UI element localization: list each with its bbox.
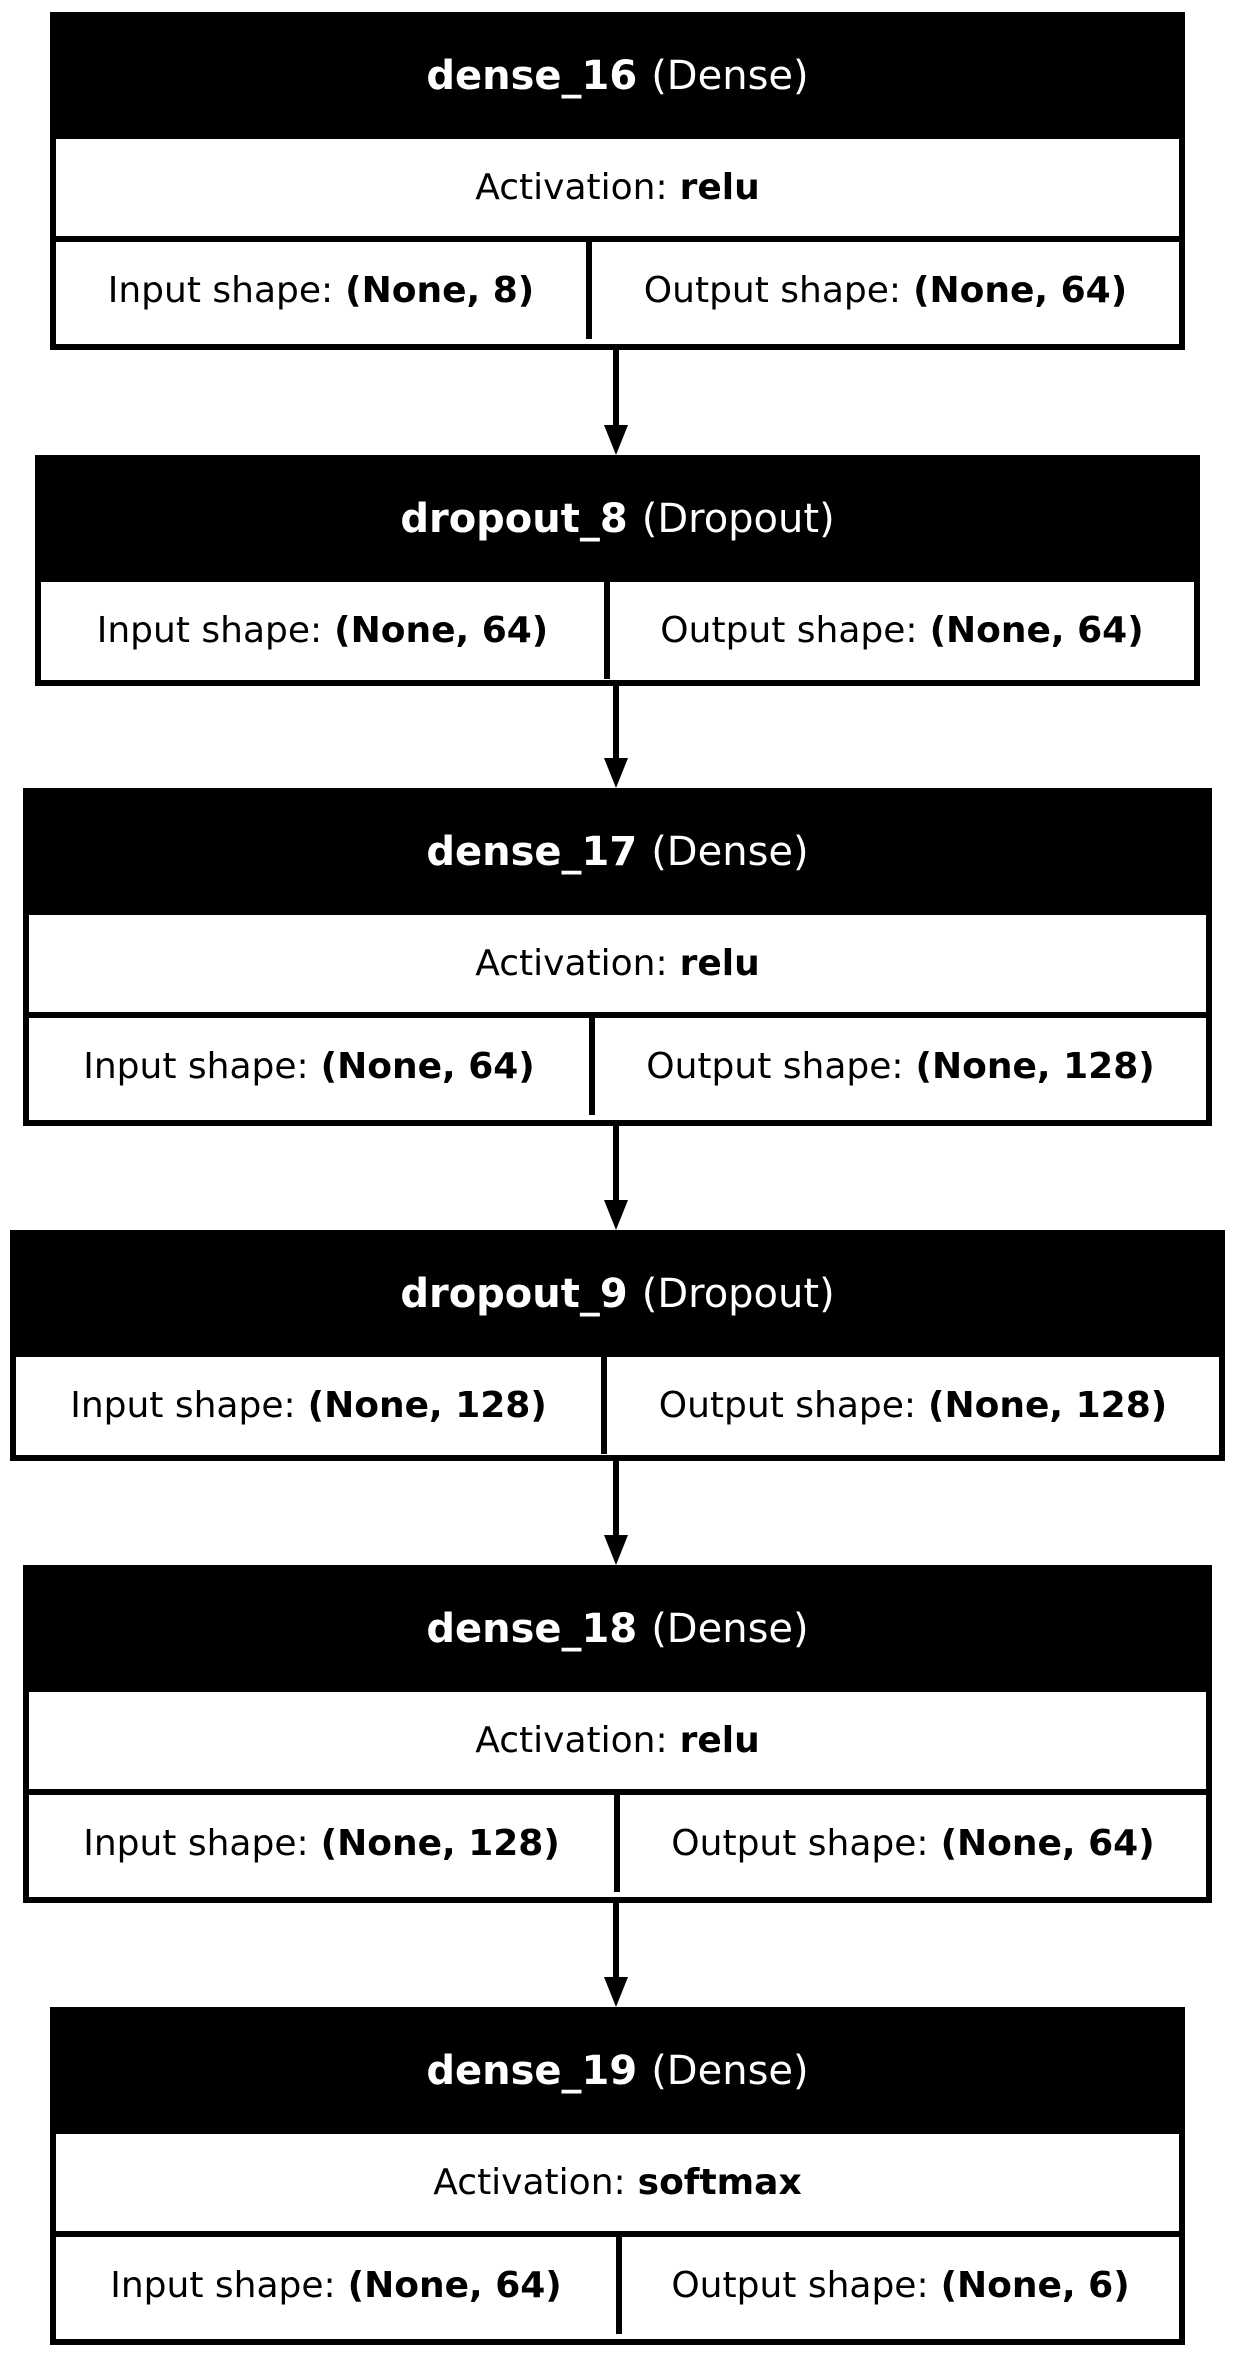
layer-header: dense_17 (Dense) [29,794,1206,909]
output-shape-label: Output shape: [671,1823,929,1864]
input-shape-label: Input shape: [83,1823,309,1864]
arrowhead-icon [604,425,628,455]
output-shape-value: (None, 64) [940,1823,1155,1864]
layer-header: dense_18 (Dense) [29,1571,1206,1686]
input-shape-label: Input shape: [70,1385,296,1426]
output-shape-value: (None, 128) [928,1385,1168,1426]
input-shape-value: (None, 128) [307,1385,547,1426]
arrowhead-icon [604,1200,628,1230]
shape-row: Input shape: (None, 64) Output shape: (N… [29,1012,1206,1115]
activation-row: Activation: relu [56,133,1179,236]
layer-name: dropout_9 [400,1270,628,1317]
input-shape-value: (None, 8) [345,270,535,311]
output-shape-label: Output shape: [658,1385,917,1426]
shape-row: Input shape: (None, 64) Output shape: (N… [56,2231,1179,2334]
output-shape-cell: Output shape: (None, 64) [586,242,1179,339]
layer-box-dense-18: dense_18 (Dense) Activation: relu Input … [23,1565,1212,1903]
input-shape-label: Input shape: [96,610,323,651]
activation-value: softmax [637,2162,802,2203]
layer-header: dense_19 (Dense) [56,2013,1179,2128]
layer-box-dropout-8: dropout_8 (Dropout) Input shape: (None, … [35,455,1200,686]
activation-label: Activation: [433,2162,626,2203]
input-shape-cell: Input shape: (None, 64) [56,2237,616,2334]
shape-row: Input shape: (None, 128) Output shape: (… [16,1351,1219,1454]
layer-name: dense_18 [426,1605,638,1652]
shape-row: Input shape: (None, 8) Output shape: (No… [56,236,1179,339]
input-shape-cell: Input shape: (None, 128) [29,1795,614,1892]
activation-cell: Activation: relu [29,1692,1206,1789]
input-shape-value: (None, 64) [334,610,549,651]
input-shape-label: Input shape: [83,1046,309,1087]
layer-name: dense_17 [426,828,638,875]
connector-arrow [604,1126,628,1230]
layer-type: (Dense) [651,52,809,99]
layer-header: dropout_8 (Dropout) [41,461,1194,576]
activation-value: relu [679,167,760,208]
layer-type: (Dense) [651,1605,809,1652]
shape-row: Input shape: (None, 128) Output shape: (… [29,1789,1206,1892]
activation-cell: Activation: relu [56,139,1179,236]
output-shape-label: Output shape: [660,610,918,651]
layer-type: (Dense) [651,828,809,875]
layer-box-dropout-9: dropout_9 (Dropout) Input shape: (None, … [10,1230,1225,1461]
layer-header: dense_16 (Dense) [56,18,1179,133]
output-shape-cell: Output shape: (None, 128) [589,1018,1206,1115]
input-shape-cell: Input shape: (None, 8) [56,242,586,339]
activation-label: Activation: [475,1720,668,1761]
input-shape-label: Input shape: [110,2265,336,2306]
arrowhead-icon [604,1977,628,2007]
input-shape-label: Input shape: [107,270,334,311]
input-shape-value: (None, 64) [320,1046,535,1087]
output-shape-cell: Output shape: (None, 6) [616,2237,1179,2334]
layer-type: (Dense) [651,2047,809,2094]
output-shape-value: (None, 64) [913,270,1128,311]
input-shape-cell: Input shape: (None, 128) [16,1357,601,1454]
input-shape-value: (None, 64) [347,2265,562,2306]
connector-arrow [604,350,628,455]
connector-arrow [604,1903,628,2007]
input-shape-cell: Input shape: (None, 64) [29,1018,589,1115]
layer-box-dense-17: dense_17 (Dense) Activation: relu Input … [23,788,1212,1126]
activation-cell: Activation: relu [29,915,1206,1012]
shape-row: Input shape: (None, 64) Output shape: (N… [41,576,1194,679]
output-shape-value: (None, 128) [915,1046,1155,1087]
output-shape-label: Output shape: [643,270,902,311]
activation-label: Activation: [475,943,668,984]
output-shape-label: Output shape: [646,1046,904,1087]
activation-value: relu [679,1720,760,1761]
input-shape-cell: Input shape: (None, 64) [41,582,604,679]
output-shape-cell: Output shape: (None, 64) [604,582,1194,679]
arrowhead-icon [604,758,628,788]
activation-row: Activation: softmax [56,2128,1179,2231]
layer-name: dense_19 [426,2047,638,2094]
arrowhead-icon [604,1535,628,1565]
layer-type: (Dropout) [641,1270,835,1317]
connector-arrow [604,686,628,788]
layer-box-dense-19: dense_19 (Dense) Activation: softmax Inp… [50,2007,1185,2345]
layer-header: dropout_9 (Dropout) [16,1236,1219,1351]
layer-box-dense-16: dense_16 (Dense) Activation: relu Input … [50,12,1185,350]
layer-name: dropout_8 [400,495,628,542]
input-shape-value: (None, 128) [320,1823,560,1864]
output-shape-label: Output shape: [671,2265,929,2306]
output-shape-value: (None, 6) [940,2265,1130,2306]
activation-cell: Activation: softmax [56,2134,1179,2231]
activation-row: Activation: relu [29,1686,1206,1789]
connector-arrow [604,1461,628,1565]
activation-label: Activation: [475,167,668,208]
output-shape-value: (None, 64) [929,610,1144,651]
layer-type: (Dropout) [641,495,835,542]
activation-row: Activation: relu [29,909,1206,1012]
layer-name: dense_16 [426,52,638,99]
activation-value: relu [679,943,760,984]
output-shape-cell: Output shape: (None, 128) [601,1357,1219,1454]
output-shape-cell: Output shape: (None, 64) [614,1795,1206,1892]
